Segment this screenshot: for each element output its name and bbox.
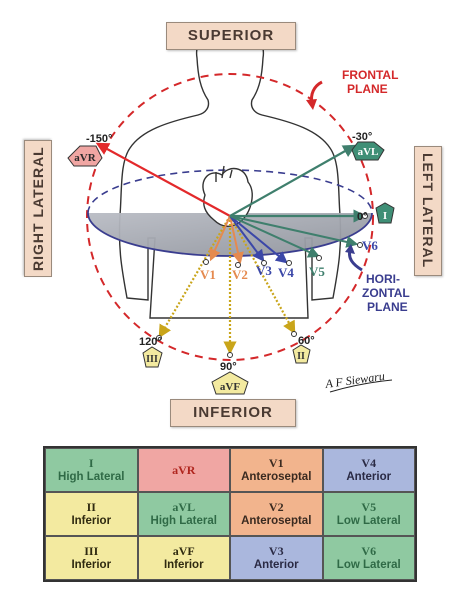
lead-desc: Low Lateral <box>336 559 401 571</box>
diagram-svg: V1 V2 V3 V4 V5 V6 aVR -150° aVL -30° I 0… <box>67 32 410 395</box>
v3-label: V3 <box>256 263 272 278</box>
lead-name: V1 <box>268 456 284 470</box>
lead-desc: High Lateral <box>58 471 125 483</box>
lead-desc: Inferior <box>71 515 112 527</box>
heart-icon <box>202 165 253 227</box>
v1-vector <box>209 215 231 262</box>
frontal-plane-label: FRONTAL PLANE <box>306 68 398 110</box>
v4-vector <box>229 215 288 264</box>
avl-badge-label: aVL <box>358 146 379 158</box>
lead-i-angle: 0° <box>357 211 368 223</box>
v4-label: V4 <box>278 265 294 280</box>
lead-name: V3 <box>268 544 284 558</box>
v3-vector <box>229 215 265 262</box>
v1-label: V1 <box>200 267 216 282</box>
ecg-lead-diagram: V1 V2 V3 V4 V5 V6 aVR -150° aVL -30° I 0… <box>24 22 442 427</box>
lead-name: aVR <box>172 463 196 477</box>
horizontal-plane-front <box>87 212 373 257</box>
lead-desc: Low Lateral <box>336 515 401 527</box>
lead-name: V4 <box>361 456 377 470</box>
lead-iii-angle: 120° <box>139 336 162 348</box>
lead-desc: Anterior <box>253 559 299 571</box>
lead-desc: Anteroseptal <box>241 515 312 527</box>
v2-label: V2 <box>232 267 248 282</box>
lead-cell: aVR <box>137 448 230 492</box>
horizontal-plane-surface <box>88 213 372 256</box>
v5-label: V5 <box>309 264 325 279</box>
lead-i-badge <box>375 202 395 224</box>
lead-name: V5 <box>361 500 377 514</box>
avf-badge-label: aVF <box>220 381 240 393</box>
v2-vector <box>229 215 244 265</box>
lead-desc: Inferior <box>71 559 112 571</box>
signature: A F Siewaru <box>323 369 393 393</box>
v6-label: V6 <box>362 238 378 253</box>
lead-i-badge-label: I <box>383 210 387 222</box>
lead-name: I <box>88 456 94 470</box>
avr-angle: -150° <box>86 133 112 145</box>
frontal-plane-circle <box>86 73 374 361</box>
avr-vector <box>95 142 231 217</box>
avf-angle: 90° <box>220 361 237 373</box>
lead-name: II <box>86 500 96 514</box>
avl-vector <box>229 144 357 217</box>
lead-name: aVF <box>172 544 195 558</box>
horizontal-plane-back <box>87 169 373 214</box>
lead-desc: Inferior <box>163 559 204 571</box>
lead-desc: Anteroseptal <box>241 471 312 483</box>
avr-badge <box>67 145 103 167</box>
v5-vector <box>229 215 321 258</box>
lead-ii-angle: 60° <box>298 335 315 347</box>
endpoint-dots <box>156 213 368 358</box>
lead-iii-badge-label: III <box>146 354 158 365</box>
lead-desc: Anterior <box>346 471 392 483</box>
lead-name: V6 <box>361 544 377 558</box>
frontal-plane-line1: FRONTAL <box>342 68 398 82</box>
avl-badge <box>351 141 385 161</box>
lead-ii-badge <box>292 344 311 364</box>
inferior-label: INFERIOR <box>170 399 296 427</box>
avf-badge <box>211 371 249 395</box>
lead-name: V2 <box>268 500 284 514</box>
lead-iii-vector <box>158 215 231 339</box>
avl-angle: -30° <box>352 131 372 143</box>
horizontal-plane-line1: HORI- <box>366 272 400 286</box>
lead-name: III <box>84 544 99 558</box>
lead-name: aVL <box>172 500 196 514</box>
lead-desc: High Lateral <box>150 515 217 527</box>
superior-label: SUPERIOR <box>166 22 296 50</box>
left-lateral-label: LEFT LATERAL <box>414 146 442 276</box>
right-lateral-label: RIGHT LATERAL <box>24 140 52 277</box>
horizontal-plane-line3: PLANE <box>367 300 408 314</box>
horizontal-plane-label: HORI- ZONTAL PLANE <box>345 244 410 314</box>
lead-ii-badge-label: II <box>297 351 305 362</box>
svg-text:A F Siewaru: A F Siewaru <box>323 369 385 391</box>
v6-vector <box>229 215 359 248</box>
horizontal-plane-line2: ZONTAL <box>362 286 410 300</box>
frontal-plane-line2: PLANE <box>347 82 388 96</box>
lead-iii-badge <box>142 346 163 368</box>
avr-badge-label: aVR <box>74 152 96 164</box>
